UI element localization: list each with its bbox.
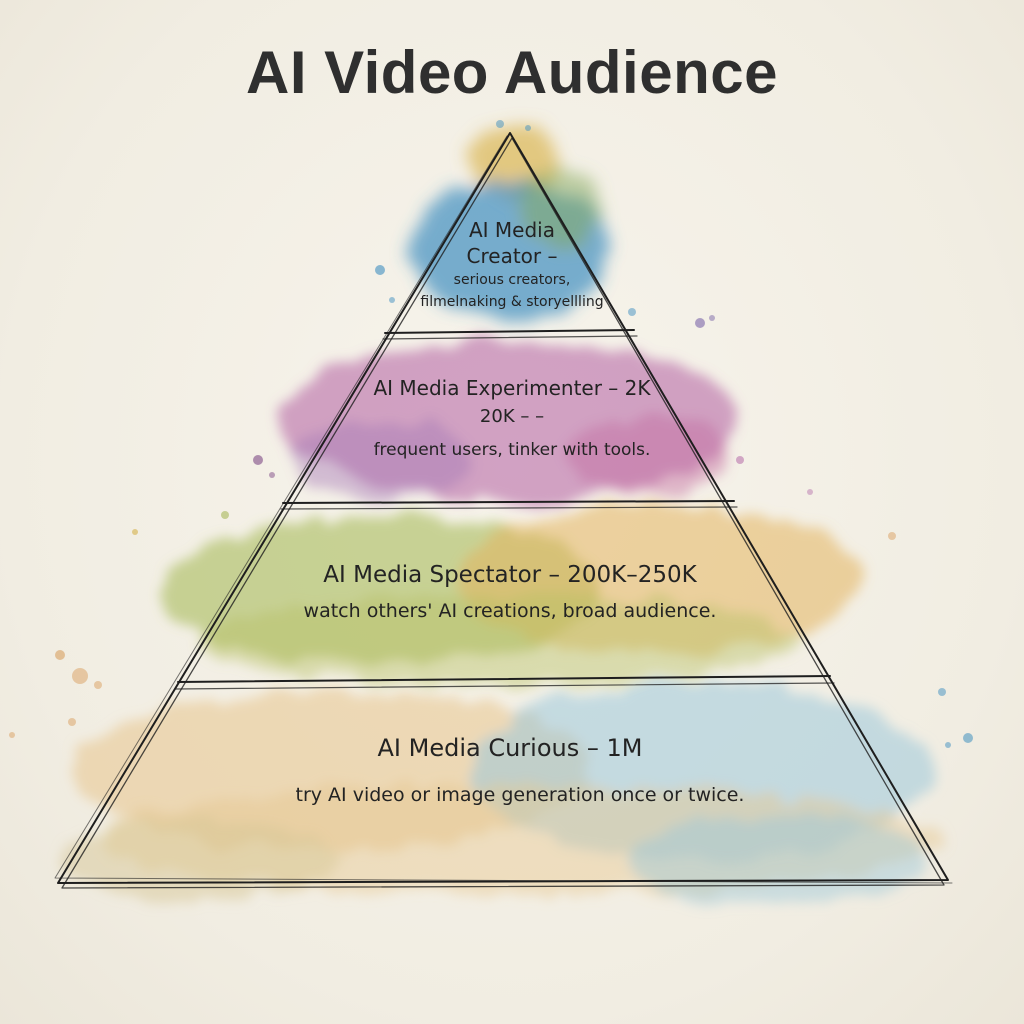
- creator-desc-line2: filmelnaking & storyellling: [420, 294, 604, 310]
- page-title: AI Video Audience: [246, 39, 778, 106]
- tier-wash-spectator: [160, 505, 860, 685]
- experimenter-title: AI Media Experimenter – 2K: [373, 376, 651, 400]
- creator-title-line2: Creator –: [466, 244, 558, 268]
- tier-dividers: [175, 329, 835, 690]
- experimenter-range: 20K – –: [479, 406, 545, 427]
- curious-desc: try AI video or image generation once or…: [295, 784, 745, 806]
- tier-wash-experimenter: [280, 340, 740, 500]
- creator-title-line1: AI Media: [468, 218, 555, 242]
- creator-desc-line1: serious creators,: [453, 272, 571, 288]
- curious-title: AI Media Curious – 1M: [377, 734, 643, 762]
- paint-splatters: [9, 120, 973, 748]
- spectator-title: AI Media Spectator – 200K–250K: [323, 562, 697, 588]
- experimenter-desc: frequent users, tinker with tools.: [373, 440, 651, 460]
- tier-wash-curious: [60, 680, 940, 905]
- spectator-desc: watch others' AI creations, broad audien…: [303, 600, 717, 622]
